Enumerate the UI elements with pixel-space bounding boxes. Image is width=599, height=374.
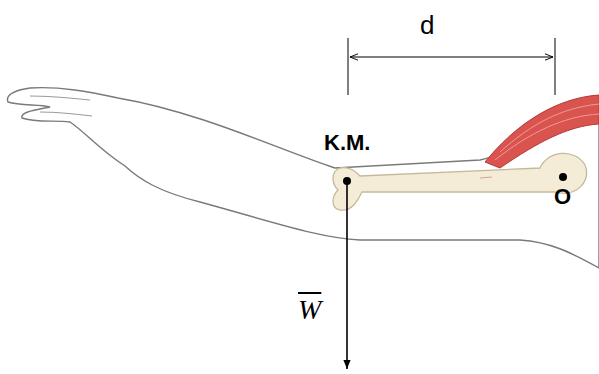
dimension-tick bbox=[348, 38, 349, 95]
weight-vector bbox=[346, 181, 348, 369]
muscle-fibres bbox=[495, 104, 599, 160]
dimension-line bbox=[350, 56, 553, 57]
pivot-label: O bbox=[554, 186, 571, 208]
humerus-bone bbox=[333, 153, 587, 210]
dimension-label: d bbox=[420, 12, 434, 38]
center-of-mass-dot bbox=[343, 177, 351, 185]
arm-outline bbox=[7, 88, 599, 268]
center-of-mass-label: K.M. bbox=[324, 132, 370, 154]
finger-lines bbox=[30, 96, 92, 116]
force-label: W bbox=[298, 296, 321, 324]
dimension-tick bbox=[555, 38, 556, 95]
pivot-dot bbox=[559, 173, 567, 181]
deltoid-muscle bbox=[485, 95, 599, 168]
bone-mark bbox=[480, 177, 492, 178]
